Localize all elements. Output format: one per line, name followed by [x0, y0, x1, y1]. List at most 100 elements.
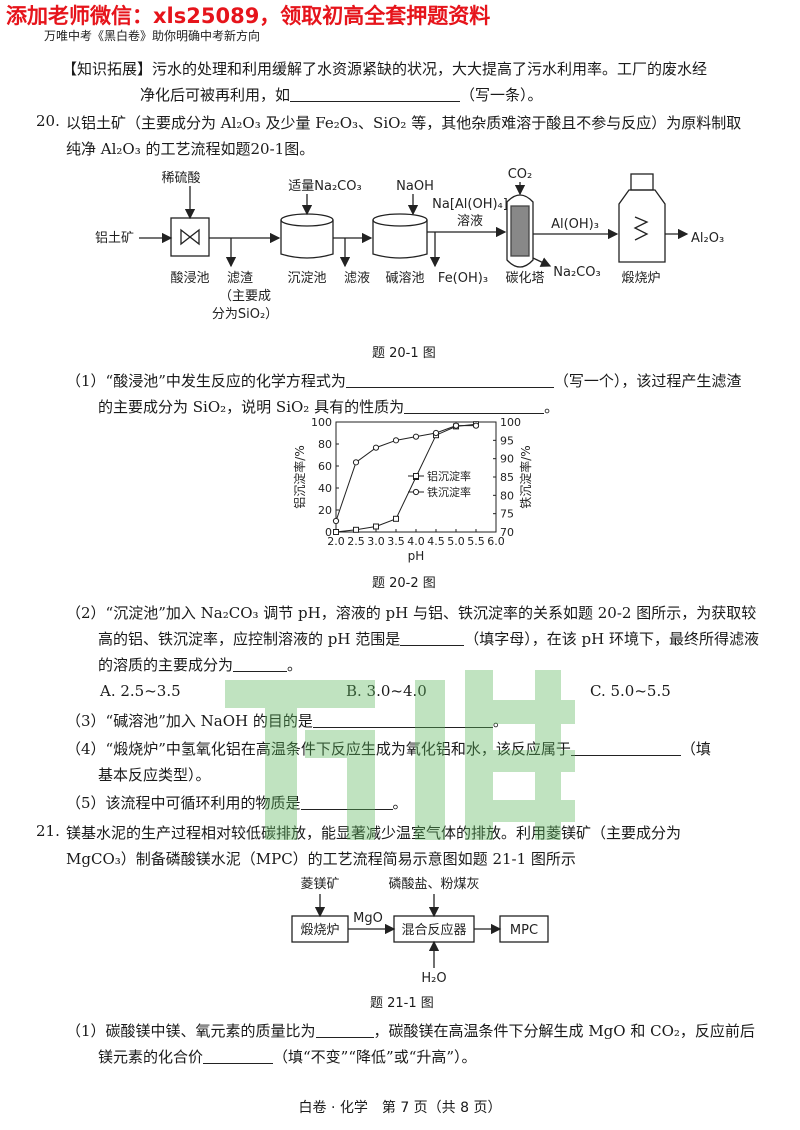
x-tick-label: 3.0	[367, 535, 385, 548]
answer-blank[interactable]	[570, 741, 681, 756]
answer-blank[interactable]	[203, 1049, 274, 1064]
q21-part1-text: （1）碳酸镁中镁、氧元素的质量比为	[66, 1022, 316, 1040]
answer-blank[interactable]	[315, 1023, 374, 1038]
x-tick-label: 5.0	[447, 535, 465, 548]
y-left-tick-label: 60	[318, 460, 332, 473]
answer-blank[interactable]	[233, 657, 288, 672]
q20-part2-text: 高的铝、铁沉淀率，应控制溶液的 pH 范围是	[98, 630, 401, 648]
data-point-circle	[352, 459, 360, 466]
q20-part3-text: （3）“碱溶池”加入 NaOH 的目的是	[66, 712, 313, 730]
answer-blank[interactable]	[404, 399, 545, 414]
feed-bauxite: 铝土矿	[95, 231, 134, 246]
period: 。	[544, 398, 560, 416]
precipitation-tank	[280, 220, 334, 259]
y-left-tick-label: 80	[318, 438, 332, 451]
data-point-square	[353, 526, 359, 533]
data-point-square	[333, 529, 339, 535]
q20-part4-line2: 基本反应类型）。	[98, 766, 211, 784]
x-tick-label: 2.5	[347, 535, 365, 548]
figure-20-2-caption: 题 20-2 图	[372, 576, 436, 591]
option-c[interactable]: C. 5.0~5.5	[590, 682, 671, 700]
x-tick-label: 5.5	[467, 535, 485, 548]
box-mpc-label: MPC	[510, 923, 538, 938]
figure-20-1-caption: 题 20-1 图	[372, 346, 436, 361]
q20-part4-text: （4）“煅烧炉”中氢氧化铝在高温条件下反应生成为氧化铝和水，该反应属于	[66, 740, 571, 758]
product-alumina: Al₂O₃	[691, 231, 724, 246]
flow-diagram-21-1: 菱镁矿 磷酸盐、粉煤灰 煅烧炉 MgO 混合反应器 MPC H₂O	[291, 877, 549, 986]
y-left-tick-label: 20	[318, 504, 332, 517]
residue-note-1: （主要成	[219, 289, 271, 304]
q20-part1-text: （1）“酸浸池”中发生反应的化学方程式为	[66, 372, 346, 390]
q21-part1-text2: ，碳酸镁在高温条件下分解生成 MgO 和 CO₂，反应前后	[373, 1022, 755, 1040]
y-right-tick-label: 85	[500, 471, 514, 484]
q21-part1-line1: （1）碳酸镁中镁、氧元素的质量比为 ，碳酸镁在高温条件下分解生成 MgO 和 CO…	[66, 1020, 755, 1041]
option-a[interactable]: A. 2.5~3.5	[100, 682, 181, 700]
q20-part1-line2: 的主要成分为 SiO₂，说明 SiO₂ 具有的性质为 。	[98, 396, 559, 417]
stirrer-icon	[180, 228, 200, 246]
q20-stem-line-2: 纯净 Al₂O₃ 的工艺流程如题20-1图。	[66, 140, 315, 158]
x-axis-label: pH	[408, 549, 425, 563]
filtrate-label: 滤液	[344, 271, 370, 286]
series-line-1	[335, 425, 476, 522]
legend-label: 铝沉淀率	[427, 469, 471, 483]
series-line-0	[335, 423, 477, 533]
q20-part2-hint: （填字母），在该 pH 环境下，最终所得滤液	[464, 630, 759, 648]
y-left-tick-label: 100	[311, 416, 332, 429]
input-water: H₂O	[421, 971, 446, 986]
data-point-square	[393, 515, 399, 522]
q21-part1-line2: 镁元素的化合价（填“不变”“降低”或“升高”）。	[98, 1046, 477, 1067]
x-tick-label: 4.0	[407, 535, 425, 548]
period: 。	[287, 656, 303, 674]
box-calciner-label: 煅烧炉	[300, 922, 339, 938]
data-point-circle	[392, 437, 400, 444]
page-footer: 白卷 · 化学 第 7 页（共 8 页）	[298, 1100, 502, 1116]
y-left-axis-label: 铝沉淀率/%	[292, 445, 307, 508]
alkali-tank	[372, 220, 428, 259]
legend-marker	[412, 488, 420, 496]
input-phosphate-flyash: 磷酸盐、粉煤灰	[388, 877, 479, 892]
data-point-circle	[412, 433, 420, 440]
y-right-tick-label: 75	[500, 508, 514, 521]
legend-marker	[413, 473, 419, 479]
q21-number: 21.	[36, 822, 60, 840]
y-left-tick-label: 0	[325, 526, 332, 539]
q20-part2-text3: 的溶质的主要成分为	[98, 656, 234, 674]
sodium-carbonate-out-label: Na₂CO₃	[553, 265, 600, 280]
box-mixer-label: 混合反应器	[401, 922, 466, 938]
mgo-label: MgO	[353, 911, 383, 926]
answer-blank[interactable]	[400, 631, 465, 646]
unit-precipitation: 沉淀池	[287, 271, 326, 286]
answer-blank[interactable]	[312, 713, 493, 728]
data-point-circle	[332, 517, 340, 525]
knowledge-line-1: 【知识拓展】污水的处理和利用缓解了水资源紧缺的状况，大大提高了污水利用率。工厂的…	[62, 60, 708, 78]
unit-carbonation-tower: 碳化塔	[505, 271, 544, 286]
answer-blank[interactable]	[300, 795, 393, 810]
y-right-tick-label: 90	[500, 453, 514, 466]
carbonation-tower	[506, 194, 534, 268]
figure-21-1-caption: 题 21-1 图	[370, 996, 434, 1011]
q20-part2-line1: （2）“沉淀池”加入 Na₂CO₃ 调节 pH，溶液的 pH 与铝、铁沉淀率的关…	[66, 604, 757, 622]
unit-calciner: 煅烧炉	[621, 270, 660, 286]
y-right-tick-label: 70	[500, 526, 514, 539]
data-point-circle	[472, 422, 480, 429]
data-point-square	[373, 523, 379, 530]
unit-acid-leach: 酸浸池	[170, 271, 209, 286]
knowledge-text: 净化后可被再利用，如	[140, 86, 291, 104]
filter-residue-label: 滤渣	[227, 271, 253, 286]
page-subheader: 万唯中考《黑白卷》助你明确中考新方向	[44, 29, 261, 43]
answer-blank[interactable]	[345, 373, 554, 388]
q20-part1-text2: 的主要成分为 SiO₂，说明 SiO₂ 具有的性质为	[98, 398, 405, 416]
data-point-circle	[452, 422, 460, 429]
aluminum-hydroxide-label: Al(OH)₃	[551, 217, 599, 232]
q20-part5-line: （5）该流程中可循环利用的物质是。	[66, 792, 408, 813]
q21-part1-hint: （填“不变”“降低”或“升高”）。	[273, 1048, 477, 1066]
q20-part4-hint: （填	[680, 740, 711, 758]
knowledge-hint: （写一条）。	[460, 86, 543, 104]
iron-hydroxide-label: Fe(OH)₃	[438, 271, 488, 286]
option-b[interactable]: B. 3.0~4.0	[346, 682, 427, 700]
reagent-co2: CO₂	[508, 167, 533, 182]
data-point-circle	[432, 429, 440, 437]
answer-blank[interactable]	[290, 87, 461, 102]
